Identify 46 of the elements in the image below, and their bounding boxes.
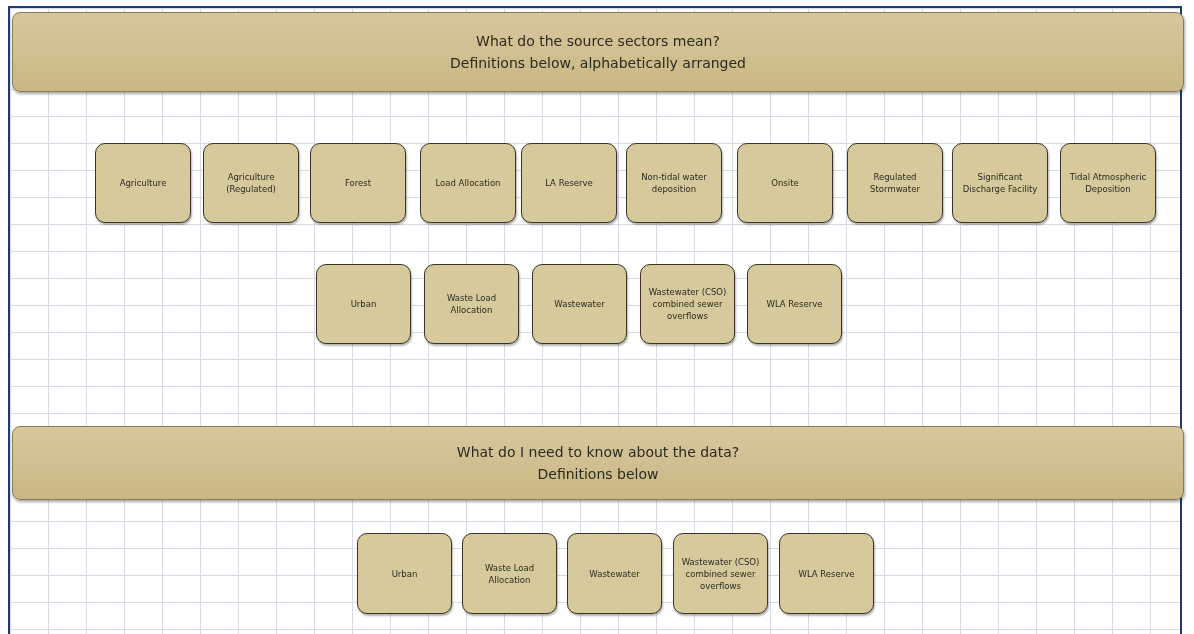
term-card — [203, 143, 299, 223]
term-label: Non-tidal water deposition — [640, 171, 708, 195]
header-banner — [12, 426, 1184, 500]
header-banner — [12, 12, 1184, 92]
section-subtitle: Definitions below, alphabetically arranged — [450, 54, 746, 73]
term-label: Urban — [391, 567, 418, 580]
term-card — [462, 533, 557, 614]
term-card — [316, 264, 411, 344]
term-card — [424, 264, 519, 344]
term-label: Wastewater — [554, 298, 605, 310]
term-label: Forest — [344, 177, 372, 189]
section-question: What do I need to know about the data? — [456, 443, 740, 462]
term-label: WLA Reserve — [766, 298, 823, 310]
term-card — [310, 143, 406, 223]
section-subtitle: Definitions below — [537, 465, 659, 484]
term-card — [95, 143, 191, 223]
term-label: Urban — [350, 298, 377, 310]
term-card — [673, 533, 768, 614]
term-label: Regulated Stormwater — [869, 171, 921, 195]
term-label: Agriculture — [119, 177, 167, 189]
section-question: What do the source sectors mean? — [476, 32, 720, 51]
term-card — [420, 143, 516, 223]
term-card — [626, 143, 722, 223]
term-label: Waste Load Allocation — [483, 561, 536, 586]
term-card — [747, 264, 842, 344]
term-card — [1060, 143, 1156, 223]
term-card — [532, 264, 627, 344]
term-card — [640, 264, 735, 344]
term-card — [521, 143, 617, 223]
term-label: Agriculture (Regulated) — [225, 171, 277, 195]
term-label: Wastewater (CSO) combined sewer overflows — [647, 286, 728, 322]
term-label: Load Allocation — [435, 177, 501, 189]
term-label: Tidal Atmospheric Deposition — [1068, 171, 1148, 195]
term-label: Wastewater (CSO) combined sewer overflows — [680, 555, 761, 592]
term-card — [847, 143, 943, 223]
term-card — [779, 533, 874, 614]
term-card — [952, 143, 1048, 223]
term-card — [357, 533, 452, 614]
term-label: WLA Reserve — [798, 567, 855, 580]
term-label: Onsite — [771, 177, 799, 189]
term-label: Wastewater — [589, 567, 640, 580]
term-card — [567, 533, 662, 614]
term-label: Significant Discharge Facility — [961, 171, 1039, 195]
term-label: Waste Load Allocation — [445, 292, 498, 316]
term-card — [737, 143, 833, 223]
term-label: LA Reserve — [545, 177, 593, 189]
